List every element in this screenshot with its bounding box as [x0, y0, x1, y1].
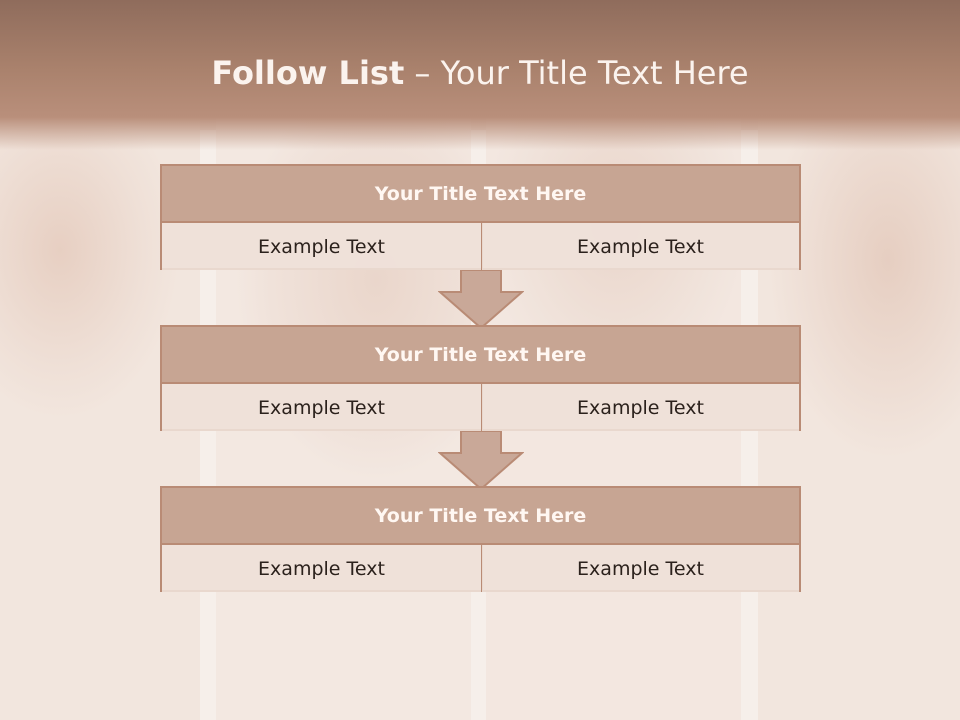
step-header: Your Title Text Here [162, 166, 799, 223]
step-right-text: Example Text [482, 223, 799, 270]
step-left-text: Example Text [162, 223, 483, 270]
down-arrow-icon [438, 431, 524, 491]
slide-title-rest: – Your Title Text Here [404, 54, 749, 92]
step-header: Your Title Text Here [162, 488, 799, 545]
step-right-text: Example Text [482, 545, 799, 592]
step-box-2: Your Title Text Here Example Text Exampl… [160, 325, 801, 431]
header-band [0, 0, 960, 150]
slide-title: Follow List – Your Title Text Here [0, 54, 960, 92]
slide-title-bold: Follow List [211, 54, 405, 92]
step-box-1: Your Title Text Here Example Text Exampl… [160, 164, 801, 270]
down-arrow-icon [438, 270, 524, 330]
step-left-text: Example Text [162, 545, 483, 592]
step-box-3: Your Title Text Here Example Text Exampl… [160, 486, 801, 592]
step-header: Your Title Text Here [162, 327, 799, 384]
step-right-text: Example Text [482, 384, 799, 431]
step-left-text: Example Text [162, 384, 483, 431]
